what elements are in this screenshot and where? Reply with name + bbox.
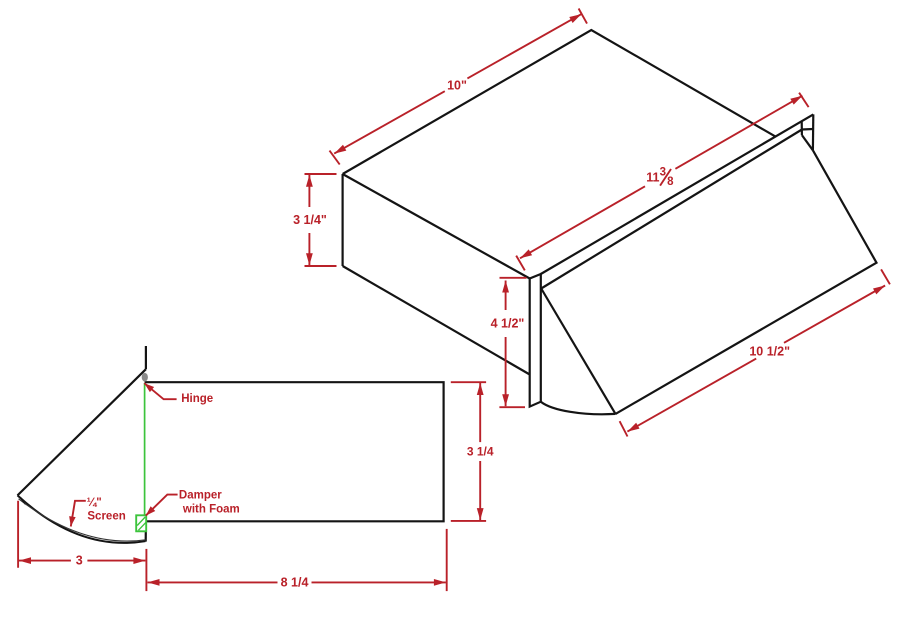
- svg-text:10": 10": [447, 78, 467, 92]
- svg-text:3: 3: [76, 553, 83, 567]
- svg-text:8: 8: [667, 176, 674, 188]
- svg-text:Damper: Damper: [179, 489, 222, 501]
- svg-text:¼": ¼": [87, 497, 102, 509]
- svg-text:10 1/2": 10 1/2": [749, 345, 790, 359]
- svg-text:11: 11: [646, 171, 659, 185]
- svg-text:with Foam: with Foam: [182, 503, 240, 515]
- svg-text:4 1/2": 4 1/2": [491, 317, 525, 331]
- svg-text:3 1/4": 3 1/4": [293, 213, 327, 227]
- svg-text:3 1/4: 3 1/4: [467, 445, 494, 459]
- svg-text:Screen: Screen: [87, 510, 125, 522]
- svg-text:Hinge: Hinge: [181, 393, 213, 405]
- svg-text:8 1/4: 8 1/4: [281, 575, 309, 589]
